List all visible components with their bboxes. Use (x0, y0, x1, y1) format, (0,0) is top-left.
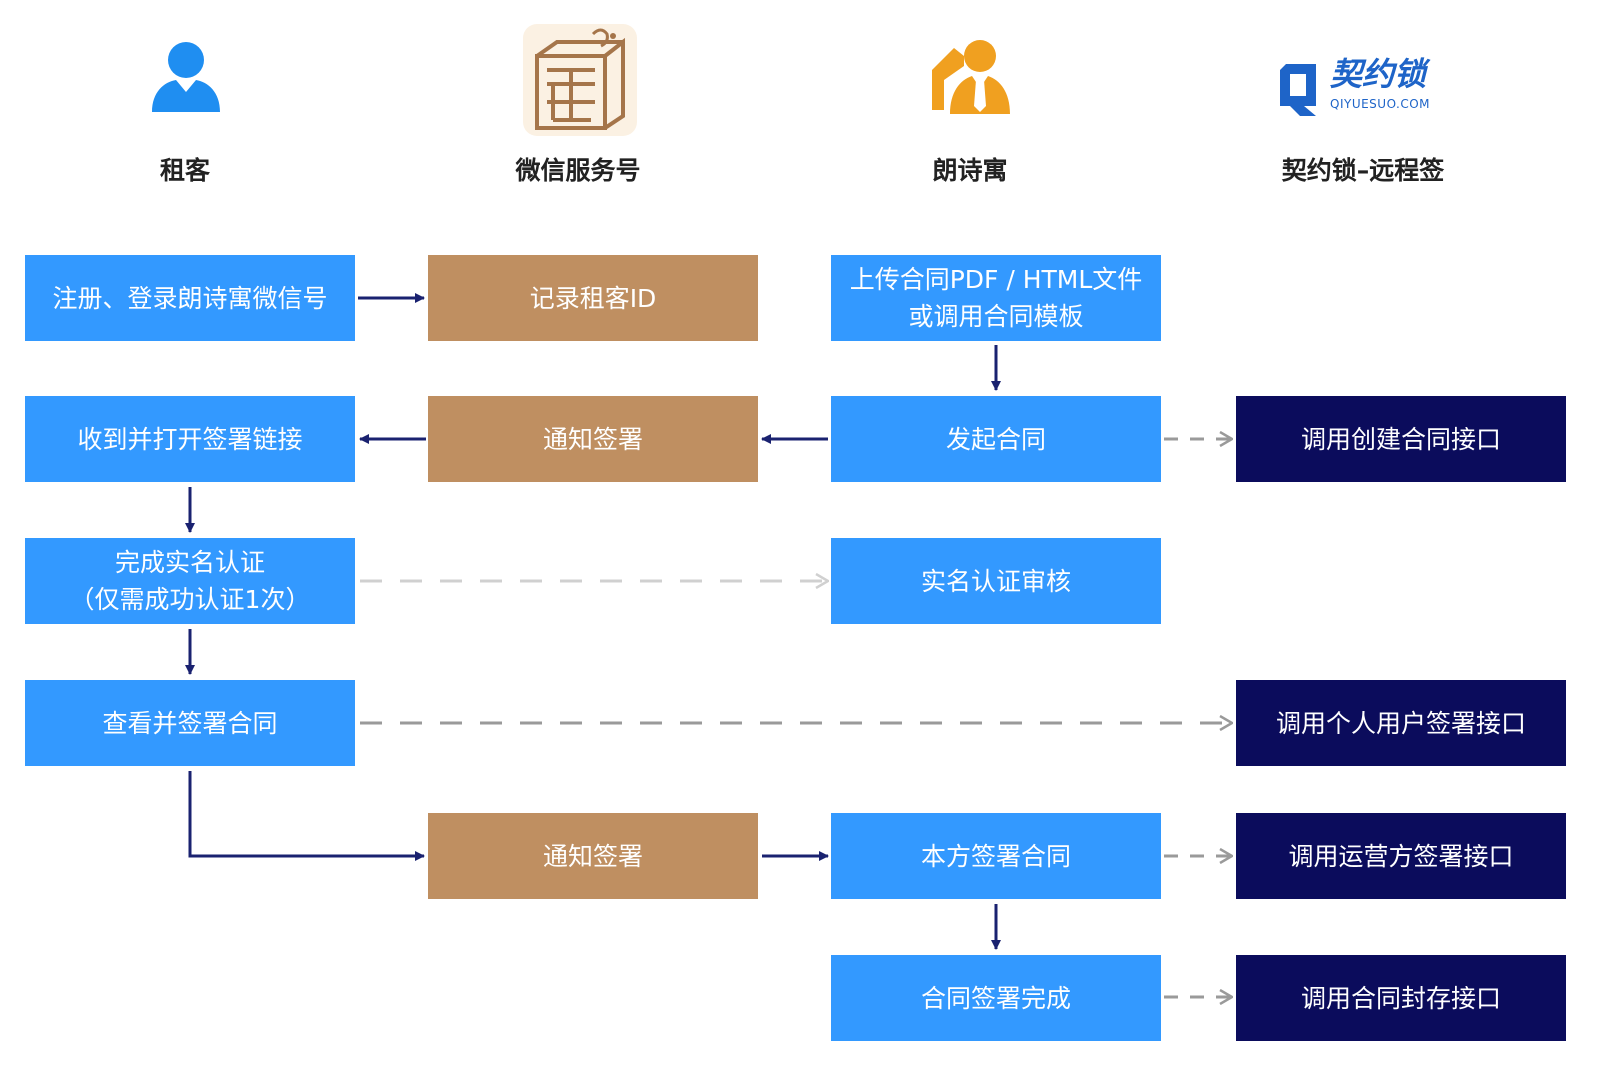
step-realname-review-label: 实名认证审核 (920, 566, 1071, 596)
step-operator-api: 调用运营方签署接口 (1236, 813, 1566, 899)
step-self-sign-label: 本方签署合同 (920, 841, 1071, 871)
step-receive-link: 收到并打开签署链接 (25, 396, 355, 482)
step-initiate-label: 发起合同 (945, 424, 1046, 454)
lane-title-apartment: 朗诗寓 (932, 156, 1008, 185)
person-icon (152, 42, 220, 112)
step-realname: 完成实名认证 （仅需成功认证1次） (25, 538, 355, 624)
step-upload: 上传合同PDF / HTML文件 或调用合同模板 (831, 255, 1161, 341)
qiyuesuo-logo-subtext: QIYUESUO.COM (1330, 97, 1431, 111)
lane-title-wechat: 微信服务号 (515, 156, 641, 185)
step-upload-label-line2: 或调用合同模板 (908, 302, 1084, 331)
step-archive-api-label: 调用合同封存接口 (1300, 983, 1501, 1013)
step-register: 注册、登录朗诗寓微信号 (25, 255, 355, 341)
arrow-view-to-notify-2 (188, 771, 425, 861)
step-register-label: 注册、登录朗诗寓微信号 (52, 283, 328, 313)
apartment-manager-icon (932, 40, 1010, 114)
step-self-sign: 本方签署合同 (831, 813, 1161, 899)
step-complete-label: 合同签署完成 (920, 983, 1071, 1013)
lane-title-qiyuesuo: 契约锁–远程签 (1281, 156, 1445, 185)
step-personal-api: 调用个人用户签署接口 (1236, 680, 1566, 766)
step-realname-label-line2: （仅需成功认证1次） (69, 585, 311, 614)
step-notify-1-label: 通知签署 (542, 424, 643, 454)
step-notify-1: 通知签署 (428, 396, 758, 482)
qiyuesuo-q-mark-icon (1280, 64, 1316, 116)
step-view-sign-label: 查看并签署合同 (102, 708, 278, 738)
step-complete: 合同签署完成 (831, 955, 1161, 1041)
step-create-api: 调用创建合同接口 (1236, 396, 1566, 482)
step-initiate: 发起合同 (831, 396, 1161, 482)
step-view-sign: 查看并签署合同 (25, 680, 355, 766)
step-realname-label-line1: 完成实名认证 (114, 548, 265, 577)
qiyuesuo-logo: 契约锁 QIYUESUO.COM (1276, 55, 1446, 118)
step-record-id: 记录租客ID (428, 255, 758, 341)
lane-title-tenant: 租客 (159, 156, 210, 185)
step-receive-link-label: 收到并打开签署链接 (77, 424, 303, 454)
step-operator-api-label: 调用运营方签署接口 (1288, 841, 1514, 871)
step-realname-review: 实名认证审核 (831, 538, 1161, 624)
step-record-id-label: 记录租客ID (529, 283, 657, 313)
step-archive-api: 调用合同封存接口 (1236, 955, 1566, 1041)
step-notify-2-label: 通知签署 (542, 841, 643, 871)
step-personal-api-label: 调用个人用户签署接口 (1275, 708, 1526, 738)
step-notify-2: 通知签署 (428, 813, 758, 899)
qiyuesuo-logo-text: 契约锁 (1330, 55, 1427, 93)
wechat-service-logo (523, 24, 637, 136)
step-upload-label-line1: 上传合同PDF / HTML文件 (849, 265, 1143, 294)
step-create-api-label: 调用创建合同接口 (1300, 424, 1501, 454)
